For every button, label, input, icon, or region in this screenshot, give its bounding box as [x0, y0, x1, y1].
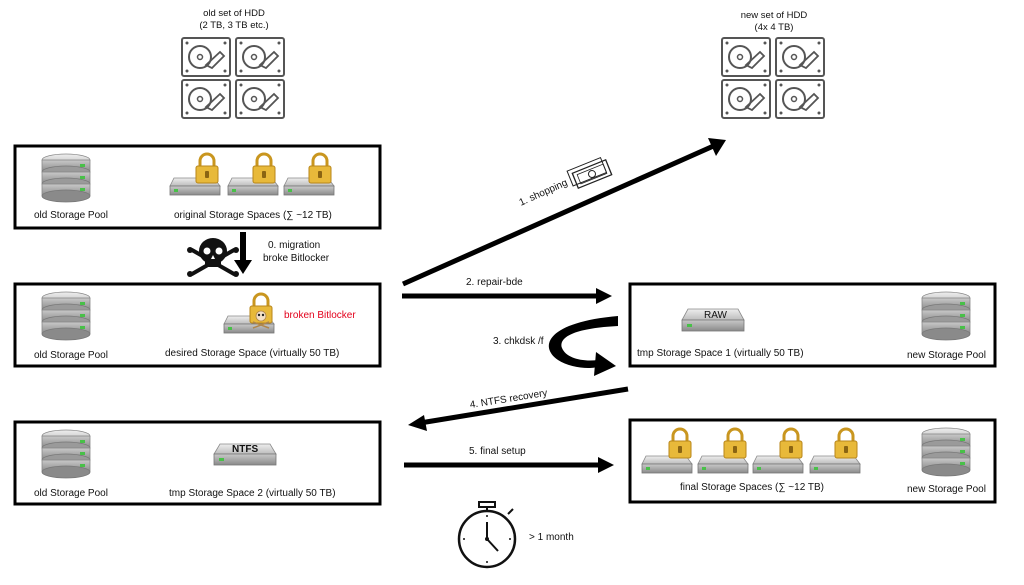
- box-desired: [13, 282, 382, 368]
- old-hdd-line1: old set of HDD: [203, 8, 265, 19]
- old-hdd-caption: old set of HDD (2 TB, 3 TB etc.): [180, 8, 288, 32]
- step0-line2: broke Bitlocker: [263, 253, 330, 264]
- top-spaces-label: original Storage Spaces (∑ ~12 TB): [174, 210, 332, 221]
- broken-bitlocker-label: broken Bitlocker: [284, 310, 356, 321]
- right-bottom-spaces-label: final Storage Spaces (∑ ~12 TB): [680, 482, 824, 493]
- timer-label: > 1 month: [529, 532, 574, 543]
- bottom-space-label: tmp Storage Space 2 (virtually 50 TB): [169, 488, 336, 499]
- old-hdd-line2: (2 TB, 3 TB etc.): [199, 20, 269, 31]
- bottom-pool-label: old Storage Pool: [34, 488, 108, 499]
- old-hdd-set-icon: [181, 37, 285, 119]
- top-pool-label: old Storage Pool: [34, 210, 108, 221]
- locked-drives-final: [641, 427, 861, 474]
- new-hdd-caption: new set of HDD (4x 4 TB): [720, 10, 828, 34]
- right-mid-pool-label: new Storage Pool: [907, 350, 986, 361]
- locked-drives-top: [169, 152, 335, 196]
- arrow-ntfs-recovery: [408, 386, 629, 431]
- ntfs-drive-icon: [213, 443, 277, 466]
- broken-drive-icon: [223, 292, 275, 334]
- new-hdd-line1: new set of HDD: [740, 10, 808, 21]
- pool-icon-bottom: [41, 429, 91, 479]
- raw-badge: RAW: [704, 310, 727, 321]
- right-bottom-pool-label: new Storage Pool: [907, 484, 986, 495]
- box-final: [628, 418, 997, 504]
- box-original: [13, 144, 382, 230]
- pool-icon-right-mid: [921, 291, 971, 341]
- step2-label: 2. repair-bde: [466, 277, 523, 288]
- step0-line1: 0. migration: [268, 240, 321, 251]
- step5-label: 5. final setup: [469, 446, 526, 457]
- stopwatch-icon: [457, 501, 517, 569]
- arrow-final-setup: [404, 457, 614, 473]
- arrow-repair-bde: [402, 288, 612, 304]
- pool-icon-mid: [41, 291, 91, 341]
- pool-icon-right-bottom: [921, 427, 971, 477]
- new-hdd-set-icon: [721, 37, 825, 119]
- arrow-migration: [234, 232, 252, 274]
- arrow-shopping: [401, 138, 726, 287]
- box-tmp2: [13, 420, 382, 506]
- box-tmp1: [628, 282, 997, 368]
- mid-space-label: desired Storage Space (virtually 50 TB): [165, 348, 340, 359]
- pool-icon-top: [41, 153, 91, 203]
- arrow-chkdsk: [548, 316, 618, 376]
- mid-pool-label: old Storage Pool: [34, 350, 108, 361]
- right-mid-space-label: tmp Storage Space 1 (virtually 50 TB): [637, 348, 804, 359]
- new-hdd-line2: (4x 4 TB): [754, 22, 794, 33]
- skull-icon: [187, 238, 239, 277]
- step3-label: 3. chkdsk /f: [493, 336, 544, 347]
- raw-drive-icon: [681, 308, 745, 332]
- money-icon: [566, 156, 613, 190]
- ntfs-badge: NTFS: [232, 444, 259, 455]
